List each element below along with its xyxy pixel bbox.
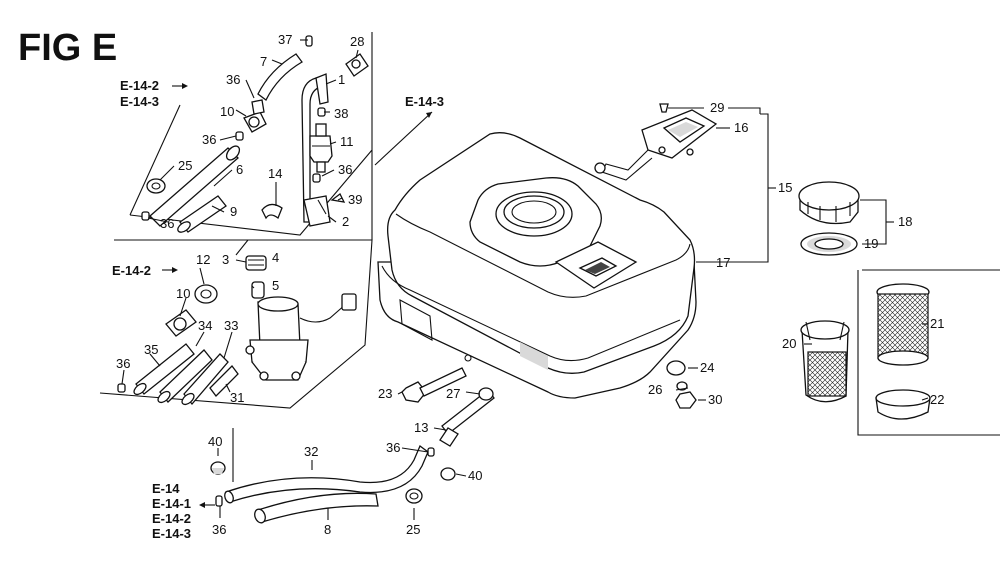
callout-38: 38 xyxy=(334,106,348,121)
callout-19: 19 xyxy=(864,236,878,251)
panel-frames xyxy=(99,32,1000,482)
ref-e14-3-center: E-14-3 xyxy=(405,94,444,109)
reference-labels: E-14-2 E-14-3 E-14-3 E-14-2 E-14 E-14-1 … xyxy=(112,78,444,541)
callout-12: 12 xyxy=(196,252,210,267)
ref-e14-2-mid: E-14-2 xyxy=(112,263,151,278)
callout-numbers: 37 7 1 28 36 10 36 38 11 36 39 2 14 6 9 … xyxy=(116,32,944,537)
callout-14: 14 xyxy=(268,166,282,181)
callout-36e: 36 xyxy=(116,356,130,371)
leader-lines xyxy=(121,39,929,520)
callout-35: 35 xyxy=(144,342,158,357)
callout-1: 1 xyxy=(338,72,345,87)
callout-30: 30 xyxy=(708,392,722,407)
bottom-hoses xyxy=(210,360,697,524)
callout-6: 6 xyxy=(236,162,243,177)
callout-8: 8 xyxy=(324,522,331,537)
ref-e14-2-top: E-14-2 xyxy=(120,78,159,93)
callout-25a: 25 xyxy=(178,158,192,173)
callout-11: 11 xyxy=(340,134,354,149)
callout-36b: 36 xyxy=(202,132,216,147)
callout-36c: 36 xyxy=(338,162,352,177)
callout-40a: 40 xyxy=(208,434,222,449)
callout-27: 27 xyxy=(446,386,460,401)
callout-36a: 36 xyxy=(226,72,240,87)
callout-13: 13 xyxy=(414,420,428,435)
fuel-tank xyxy=(377,132,697,399)
callout-20: 20 xyxy=(782,336,796,351)
callout-17: 17 xyxy=(716,255,730,270)
callout-36d: 36 xyxy=(160,216,174,231)
fuel-gauge xyxy=(594,103,718,181)
callout-29: 29 xyxy=(710,100,724,115)
callout-9: 9 xyxy=(230,204,237,219)
fuel-pump xyxy=(245,255,357,381)
callout-21: 21 xyxy=(930,316,944,331)
callout-32: 32 xyxy=(304,444,318,459)
callout-22: 22 xyxy=(930,392,944,407)
callout-23: 23 xyxy=(378,386,392,401)
figure-title: FIG E xyxy=(18,27,117,69)
callout-31: 31 xyxy=(230,390,244,405)
callout-40b: 40 xyxy=(468,468,482,483)
ref-e14-1-bottom: E-14-1 xyxy=(152,496,191,511)
callout-24: 24 xyxy=(700,360,714,375)
strainers xyxy=(800,283,931,420)
callout-5: 5 xyxy=(272,278,279,293)
middle-hoses xyxy=(117,284,239,406)
callout-18: 18 xyxy=(898,214,912,229)
callout-15: 15 xyxy=(778,180,792,195)
callout-3: 3 xyxy=(222,252,229,267)
callout-33: 33 xyxy=(224,318,238,333)
filler-cap xyxy=(798,181,860,256)
callout-10a: 10 xyxy=(220,104,234,119)
ref-e14-3-bottom: E-14-3 xyxy=(152,526,191,541)
callout-39: 39 xyxy=(348,192,362,207)
callout-2: 2 xyxy=(342,214,349,229)
callout-7: 7 xyxy=(260,54,267,69)
ref-e14-3-top: E-14-3 xyxy=(120,94,159,109)
ref-e14-bottom: E-14 xyxy=(152,481,180,496)
callout-28: 28 xyxy=(350,34,364,49)
upper-hoses xyxy=(141,35,369,233)
callout-16: 16 xyxy=(734,120,748,135)
ref-e14-2-bottom: E-14-2 xyxy=(152,511,191,526)
callout-4: 4 xyxy=(272,250,279,265)
callout-10b: 10 xyxy=(176,286,190,301)
callout-36f: 36 xyxy=(386,440,400,455)
callout-26: 26 xyxy=(648,382,662,397)
callout-37: 37 xyxy=(278,32,292,47)
callout-25b: 25 xyxy=(406,522,420,537)
callout-36g: 36 xyxy=(212,522,226,537)
callout-34: 34 xyxy=(198,318,212,333)
